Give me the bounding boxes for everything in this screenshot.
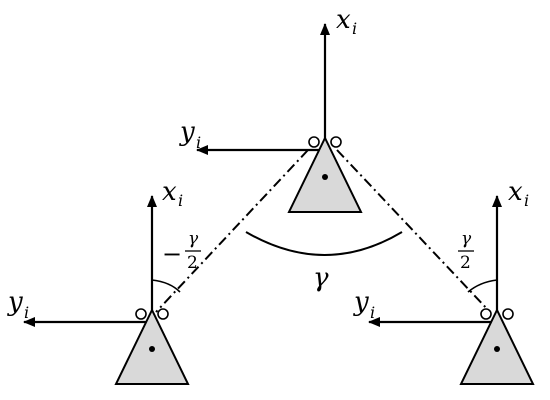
- robot-left-caster-right: [157, 308, 169, 320]
- angle-arc-left: [151, 279, 181, 293]
- robot-top-caster-right: [330, 136, 342, 148]
- robot-left-caster-left: [135, 308, 147, 320]
- label-half-gamma-den: 2: [460, 253, 471, 273]
- label-half-gamma-num: γ: [461, 229, 472, 249]
- robot-right-caster-right: [502, 308, 514, 320]
- label-y-right-sub: i: [370, 303, 375, 322]
- angle-arc-gamma: [245, 231, 403, 256]
- robot-left-center-dot: [149, 346, 155, 352]
- label-gamma: γ: [313, 263, 329, 293]
- label-neg-half-gamma-num: γ: [188, 229, 199, 249]
- robot-right: [368, 195, 535, 385]
- robot-top-center-dot: [322, 174, 328, 180]
- label-x-left-sub: i: [178, 191, 183, 210]
- angle-arc-right: [467, 279, 498, 293]
- label-y-left: y: [7, 287, 23, 317]
- robot-top: [196, 23, 363, 213]
- label-x-top-sub: i: [352, 19, 357, 38]
- robot-top-caster-left: [308, 136, 320, 148]
- label-x-right-sub: i: [524, 191, 529, 210]
- label-neg-half-gamma-minus: −: [162, 240, 182, 268]
- label-y-left-sub: i: [24, 303, 29, 322]
- label-x-top: x: [336, 5, 351, 35]
- formation-line-right: [336, 149, 491, 313]
- label-neg-half-gamma: − γ 2: [162, 229, 201, 273]
- formation-line-left: [155, 149, 309, 313]
- label-half-gamma: γ 2: [458, 229, 474, 273]
- robot-left: [23, 195, 190, 385]
- label-y-right: y: [353, 287, 369, 317]
- formation-lines: [155, 149, 491, 313]
- label-y-top: y: [179, 117, 195, 147]
- robot-right-center-dot: [494, 346, 500, 352]
- label-y-top-sub: i: [196, 133, 201, 152]
- robot-right-caster-left: [480, 308, 492, 320]
- label-x-right: x: [508, 177, 523, 207]
- label-neg-half-gamma-den: 2: [187, 253, 198, 273]
- label-x-left: x: [162, 177, 177, 207]
